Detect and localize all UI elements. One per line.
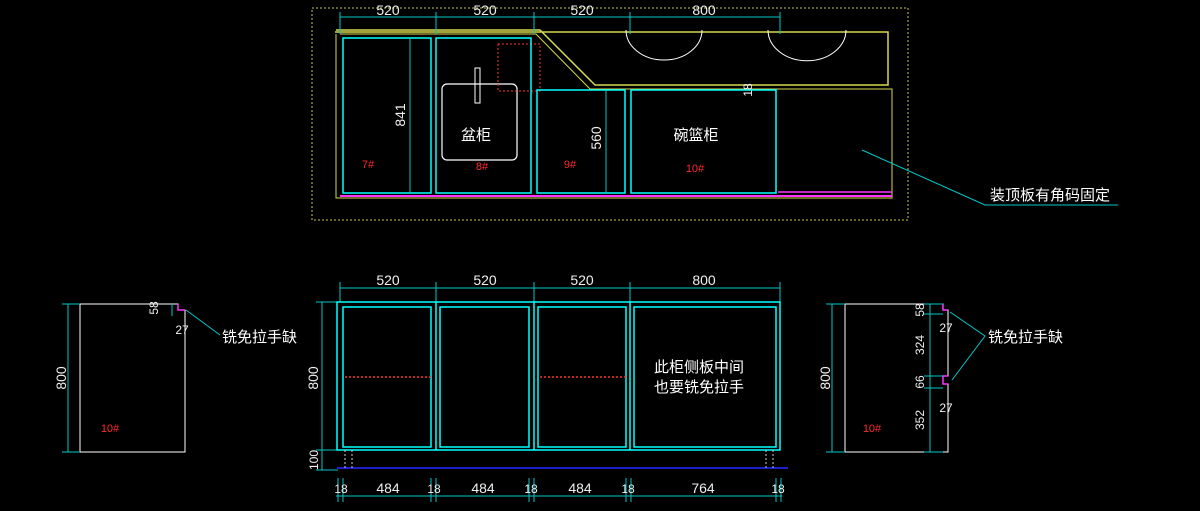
front-elevation: 520 520 520 800 800 100	[305, 272, 788, 502]
right-note: 铣免拉手缺	[988, 329, 1063, 346]
right-height: 800	[817, 366, 833, 390]
plan-dim-3: 520	[570, 2, 594, 18]
hidden-line	[497, 43, 541, 92]
front-height: 800	[305, 366, 321, 390]
left-note-leader	[185, 309, 221, 336]
right-note-leader	[949, 311, 986, 381]
door-arc-2	[767, 29, 847, 62]
cabinet-10	[630, 89, 777, 194]
dim-18-plan: 18	[741, 83, 755, 97]
left-notch-height: 58	[147, 301, 161, 315]
bottom-dim-1: 18	[334, 482, 348, 496]
right-notch-depth-2: 27	[939, 401, 953, 415]
countertop-outline-inner	[335, 33, 893, 199]
front-dim-3: 520	[570, 272, 594, 288]
front-dim-1: 520	[376, 272, 400, 288]
left-side-view: 800 58 27 10# 铣免拉手缺	[53, 301, 297, 453]
right-dim-352: 352	[913, 410, 927, 430]
cabinet-8	[435, 37, 532, 194]
note-leader	[861, 149, 1118, 206]
bottom-dim-6: 484	[568, 480, 592, 496]
dim-841: 841	[392, 103, 408, 127]
front-note-line-2: 也要铣免拉手	[654, 379, 744, 396]
plan-dim-2: 520	[473, 2, 497, 18]
front-outer-frame	[336, 301, 781, 451]
left-side-panel	[79, 303, 186, 453]
left-panel-number: 10#	[101, 423, 120, 435]
left-note: 铣免拉手缺	[222, 329, 297, 346]
right-dim-324: 324	[913, 335, 927, 355]
right-notch-mid	[942, 375, 948, 385]
bottom-dim-3: 18	[427, 482, 441, 496]
left-height: 800	[53, 366, 69, 390]
left-notch	[177, 304, 185, 311]
cabinet-number-8: 8#	[476, 161, 489, 173]
door-arc-1	[625, 29, 703, 61]
bottom-dim-2: 484	[376, 480, 400, 496]
dim-560: 560	[588, 126, 604, 150]
right-side-panel	[844, 303, 949, 453]
plan-dim-1: 520	[376, 2, 400, 18]
cabinet-7	[342, 37, 432, 194]
cabinet-number-7: 7#	[362, 159, 375, 171]
top-plan-view: 520 520 520 800 841 560 18 盆柜 碗篮柜 7# 8# …	[311, 2, 1118, 221]
bowl-cabinet-label: 碗篮柜	[673, 126, 718, 144]
right-panel-number: 10#	[863, 423, 882, 435]
cabinet-9	[536, 89, 626, 194]
top-panel-note: 装顶板有角码固定	[990, 186, 1110, 204]
front-note-line-1: 此柜侧板中间	[654, 358, 744, 376]
right-dim-58: 58	[913, 303, 927, 317]
bottom-dim-5: 18	[524, 482, 538, 496]
front-dim-2: 520	[473, 272, 497, 288]
right-notch-depth-1: 27	[939, 321, 953, 335]
front-cabinet-2	[439, 306, 530, 448]
countertop-outline	[335, 29, 889, 86]
faucet-icon	[474, 67, 481, 104]
plan-dim-4: 800	[692, 2, 716, 18]
plan-frame	[311, 7, 909, 221]
front-base-height: 100	[307, 450, 321, 470]
sink-cabinet-label: 盆柜	[461, 127, 491, 144]
right-side-view: 800 58 324 66 352 27 27 10# 铣免拉手缺	[817, 303, 1063, 453]
bottom-dim-8: 764	[691, 480, 715, 496]
cabinet-number-10: 10#	[686, 163, 705, 175]
right-dim-66: 66	[913, 375, 927, 389]
left-notch-depth: 27	[175, 323, 189, 337]
cabinet-number-9: 9#	[564, 159, 577, 171]
bottom-dim-4: 484	[471, 480, 495, 496]
bottom-dim-7: 18	[621, 482, 635, 496]
front-dim-4: 800	[692, 272, 716, 288]
bottom-dim-9: 18	[771, 482, 785, 496]
front-cabinet-4	[633, 306, 777, 448]
right-notch-top	[942, 304, 948, 311]
